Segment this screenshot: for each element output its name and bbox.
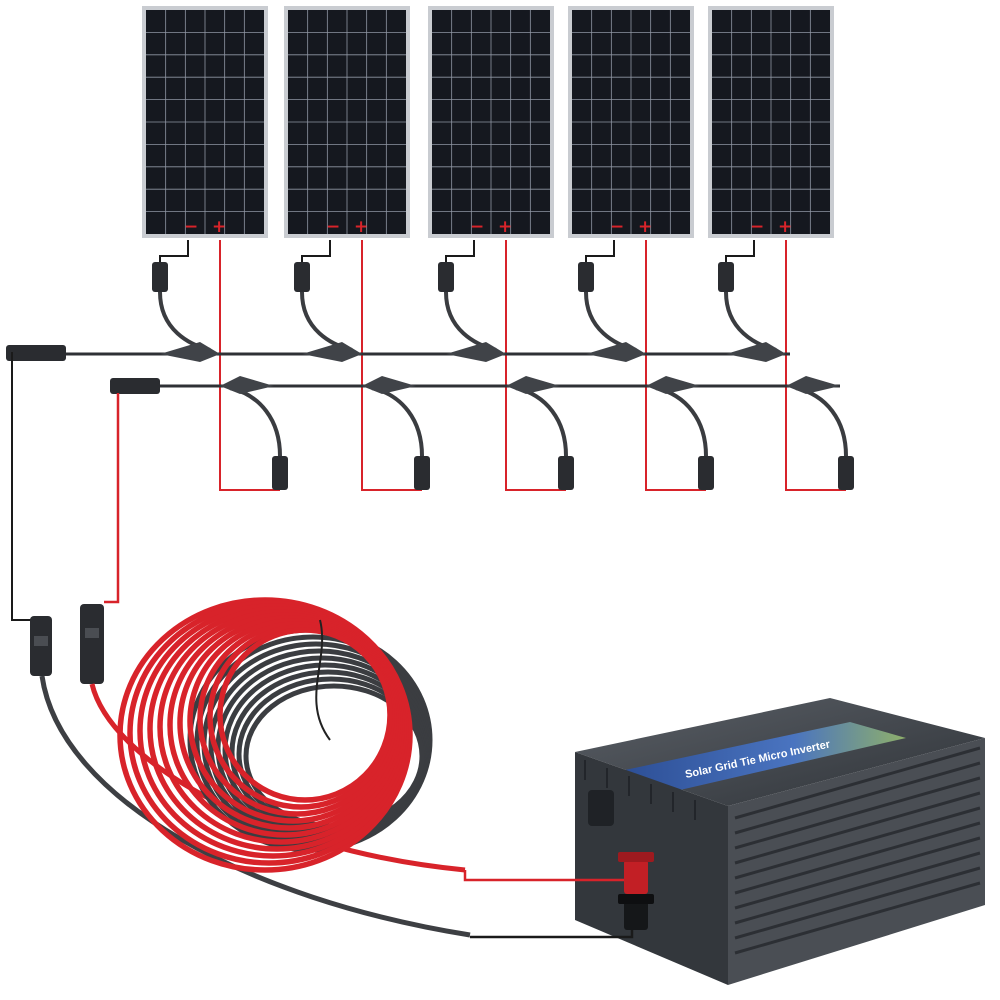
cable-tail-black: [39, 675, 471, 938]
panel-negative-wire: [585, 240, 615, 266]
inverter-negative-terminal: [618, 894, 654, 930]
solar-panel-2: −+: [284, 6, 410, 238]
y-branch-connectors: [6, 342, 840, 394]
panel-positive-wire: [785, 240, 846, 491]
panel-positive-sign: +: [638, 217, 652, 237]
panel-negative-sign: −: [184, 217, 198, 237]
y-splitter: [446, 342, 506, 362]
mc4-negative-connector: [30, 616, 52, 676]
inverter-outlet: [588, 790, 614, 826]
y-splitter: [586, 342, 646, 362]
cooling-fin: [734, 746, 981, 820]
solar-panel-5: −+: [708, 6, 834, 238]
rail-end-connector-negative: [6, 345, 66, 361]
mc4-connector: [578, 262, 594, 292]
cooling-fin: [734, 851, 981, 925]
rail-end-connector-positive: [110, 378, 160, 394]
y-splitter: [160, 342, 220, 362]
branch-lead: [515, 386, 568, 457]
panel-negative-wire: [159, 240, 189, 266]
cooling-fin: [734, 761, 981, 835]
y-splitter: [362, 376, 416, 394]
red-cable-loop: [217, 627, 393, 803]
mc4-connector: [558, 456, 574, 490]
panel-positive-sign: +: [354, 217, 368, 237]
branch-lead: [795, 386, 848, 457]
panel-wiring: [152, 240, 854, 491]
inverter-positive-lead: [463, 870, 624, 882]
inverter-cooling-fins: [584, 746, 981, 955]
branch-lead: [444, 291, 497, 352]
inverter-label-band: [625, 722, 906, 790]
branch-lead: [371, 386, 424, 457]
panel-negative-wire: [445, 240, 475, 266]
cooling-fin: [734, 881, 981, 955]
solar-panel-3: −+: [428, 6, 554, 238]
mc4-connector: [718, 262, 734, 292]
mc4-positive-connector: [80, 604, 104, 684]
mc4-connector: [414, 456, 430, 490]
panel-negative-sign: −: [326, 217, 340, 237]
cooling-fin: [734, 836, 981, 910]
branch-lead: [158, 291, 211, 352]
branch-lead: [300, 291, 353, 352]
panel-positive-wire: [219, 240, 280, 491]
panel-negative-sign: −: [610, 217, 624, 237]
cooling-fin: [734, 866, 981, 940]
panel-negative-sign: −: [470, 217, 484, 237]
mc4-connector: [152, 262, 168, 292]
solar-panel-1: −+: [142, 6, 268, 238]
panel-positive-wire: [361, 240, 422, 491]
cooling-fin: [734, 776, 981, 850]
branch-lead: [584, 291, 637, 352]
mc4-connector: [294, 262, 310, 292]
panel-positive-sign: +: [212, 217, 226, 237]
solar-panel-4: −+: [568, 6, 694, 238]
mc4-connector: [698, 456, 714, 490]
micro-inverter: Solar Grid Tie Micro Inverter: [463, 698, 985, 985]
cooling-fin: [734, 791, 981, 865]
solar-panels: −+−+−+−+−+: [142, 6, 834, 238]
y-splitter: [506, 376, 560, 394]
positive-main-wire: [104, 393, 120, 604]
y-splitter: [220, 376, 274, 394]
panel-positive-wire: [505, 240, 566, 491]
panel-positive-sign: +: [778, 217, 792, 237]
mc4-connector: [838, 456, 854, 490]
inverter-negative-lead: [470, 930, 634, 939]
cable-tie: [315, 619, 331, 741]
panel-negative-sign: −: [750, 217, 764, 237]
panel-positive-wire: [645, 240, 706, 491]
y-splitter: [726, 342, 786, 362]
y-splitter: [786, 376, 840, 394]
negative-main-wire: [11, 352, 36, 621]
branch-lead: [655, 386, 708, 457]
cooling-fin: [734, 821, 981, 895]
panel-positive-sign: +: [498, 217, 512, 237]
inverter-side: [728, 738, 985, 985]
y-splitter: [302, 342, 362, 362]
branch-lead: [229, 386, 282, 457]
y-splitter: [646, 376, 700, 394]
cooling-fin: [734, 806, 981, 880]
inverter-positive-terminal: [618, 852, 654, 894]
panel-negative-wire: [301, 240, 331, 266]
mc4-connector: [438, 262, 454, 292]
cable-coils: [117, 597, 433, 873]
mc4-connector: [272, 456, 288, 490]
branch-lead: [724, 291, 777, 352]
panel-negative-wire: [725, 240, 755, 266]
